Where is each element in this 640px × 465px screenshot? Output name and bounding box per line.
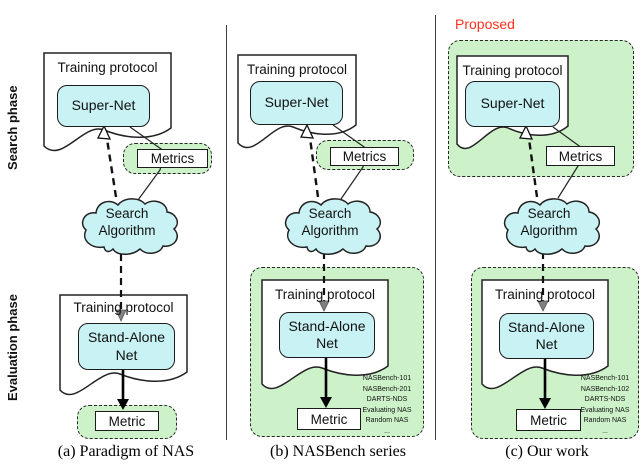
solid-arrowhead-icon <box>539 398 551 409</box>
benchmark-item: DARTS-NDS <box>584 396 626 403</box>
phase-label-search: Search phase <box>5 85 20 171</box>
supernet-box: Super-Net <box>57 85 150 127</box>
training-protocol-label: Training protocol <box>246 62 348 77</box>
search-dashed-arrow-a <box>105 138 118 198</box>
training-protocol-label: Training protocol <box>462 63 563 78</box>
training-protocol-label: Training protocol <box>494 287 596 302</box>
standalone-net-box: Stand-Alone Net <box>279 312 375 358</box>
gray-arrowhead-icon <box>318 300 330 312</box>
metric-box: Metric <box>297 408 361 430</box>
open-arrowhead-icon <box>518 124 534 140</box>
training-protocol-label: Training protocol <box>274 287 376 302</box>
supernet-box: Super-Net <box>250 81 343 125</box>
training-protocol-label: Training protocol <box>57 60 158 75</box>
metric-box: Metric <box>95 411 159 431</box>
metrics-box: Metrics <box>330 147 399 166</box>
search-algorithm-cloud-a <box>81 198 178 255</box>
solid-arrowhead-icon <box>117 399 129 410</box>
solid-arrowhead-icon <box>320 397 332 408</box>
standalone-net-box: Stand-Alone Net <box>499 313 594 359</box>
gray-arrowhead-icon <box>537 300 549 312</box>
benchmark-item: Evaluating NAS <box>580 406 630 414</box>
benchmark-list: NASBench-101 NASBench-102 DARTS-NDS Eval… <box>574 374 636 437</box>
benchmark-item: NASBench-201 <box>362 385 412 393</box>
benchmark-item: DARTS-NDS <box>366 396 408 403</box>
search-algorithm-cloud-c <box>503 198 600 255</box>
benchmark-item: Random NAS <box>583 417 627 424</box>
column-divider <box>435 15 436 440</box>
column-caption: (b) NASBench series <box>270 443 406 460</box>
training-protocol-label: Training protocol <box>73 300 174 315</box>
column-caption: (c) Our work <box>505 443 589 460</box>
benchmark-item: NASBench-101 <box>362 375 412 382</box>
column-caption: (a) Paradigm of NAS <box>57 443 195 460</box>
benchmark-item: ... <box>384 427 390 435</box>
metric-box: Metric <box>516 409 581 431</box>
search-algorithm-label: Search Algorithm <box>98 206 156 238</box>
column-divider <box>226 25 227 440</box>
search-dashed-arrow-b <box>308 137 320 198</box>
supernet-box: Super-Net <box>465 81 560 127</box>
metrics-box: Metrics <box>137 149 208 168</box>
standalone-net-box: Stand-Alone Net <box>78 323 175 370</box>
open-arrowhead-icon <box>96 124 112 140</box>
search-dashed-arrow-c <box>527 138 539 198</box>
benchmark-item: Random NAS <box>365 417 409 424</box>
benchmark-item: NASBench-102 <box>580 385 630 393</box>
metrics-box: Metrics <box>546 146 615 166</box>
search-algorithm-label: Search Algorithm <box>301 206 359 238</box>
search-algorithm-label: Search Algorithm <box>520 206 578 238</box>
benchmark-item: NASBench-101 <box>580 375 630 382</box>
gray-arrowhead-icon <box>115 309 127 322</box>
search-algorithm-cloud-b <box>284 198 381 255</box>
benchmark-item: ... <box>602 427 608 435</box>
benchmark-item: Evaluating NAS <box>362 406 412 414</box>
open-arrowhead-icon <box>299 123 315 139</box>
proposed-label: Proposed <box>455 16 515 32</box>
benchmark-list: NASBench-101 NASBench-201 DARTS-NDS Eval… <box>350 374 424 437</box>
phase-label-evaluation: Evaluation phase <box>5 294 20 402</box>
